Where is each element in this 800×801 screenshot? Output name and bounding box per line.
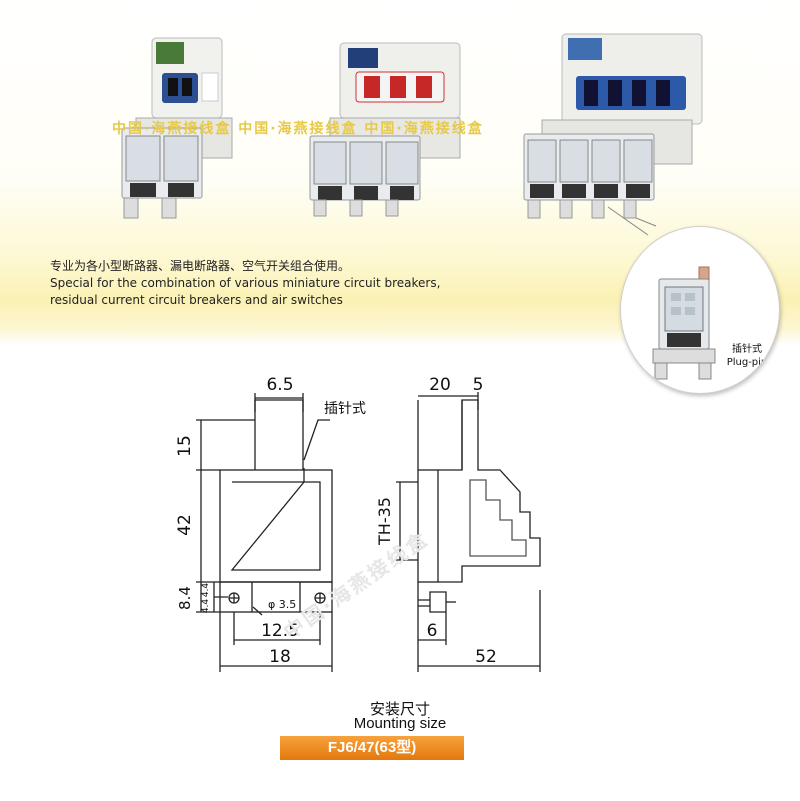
dim-side-length: 52	[475, 647, 497, 667]
dim-side-b: 5	[473, 375, 484, 395]
pin-label: 插针式	[324, 401, 366, 417]
mounting-size-title-cn: 安装尺寸	[369, 700, 430, 718]
dim-hole-spacing: 12.5	[261, 621, 299, 641]
mounting-size-title-en: Mounting size	[353, 715, 447, 732]
dim-half-b: 4.4	[201, 599, 211, 614]
watermark-text: 中国·海燕接线盒 中国·海燕接线盒 中国·海燕接线盒	[112, 121, 484, 137]
dim-half-a: 4.4	[201, 583, 211, 598]
product-photo-2pole	[121, 37, 233, 219]
hole-label: φ 3.5	[268, 598, 296, 611]
dim-width: 18	[269, 647, 291, 667]
callout-leader	[607, 206, 649, 236]
description-en-1: Special for the combination of various m…	[50, 276, 441, 290]
diagonal-watermark: 中国·海燕接线盒	[279, 526, 433, 644]
callout-label-en: Plug-pin	[726, 357, 768, 368]
description-en-2: residual current circuit breakers and ai…	[50, 293, 343, 307]
dim-body-height: 42	[175, 514, 195, 536]
rail-label: TH-35	[375, 497, 394, 546]
plug-pin-callout: 插针式 Plug-pin	[620, 226, 780, 394]
dim-side-pin: 6	[427, 621, 438, 641]
mounting-drawing: 6.5 插针式 15 42 8.4 4.4 4.4 φ 3.5 12.5 18 …	[175, 375, 541, 672]
product-description: 专业为各小型断路器、漏电断路器、空气开关组合使用。 Special for th…	[50, 258, 510, 309]
dim-foot-height: 8.4	[176, 586, 194, 610]
dim-pin-height: 15	[175, 435, 195, 457]
plug-pin-block-image	[652, 266, 716, 380]
description-cn: 专业为各小型断路器、漏电断路器、空气开关组合使用。	[50, 259, 351, 273]
model-badge: FJ6/47(63型)	[280, 736, 464, 760]
dim-top-width: 6.5	[266, 375, 293, 395]
callout-label-cn: 插针式	[732, 344, 762, 355]
product-photo-3pole	[309, 42, 461, 217]
product-photo-4pole	[523, 33, 703, 227]
callout-label: 插针式 Plug-pin	[719, 343, 775, 369]
dim-side-a: 20	[429, 375, 451, 395]
